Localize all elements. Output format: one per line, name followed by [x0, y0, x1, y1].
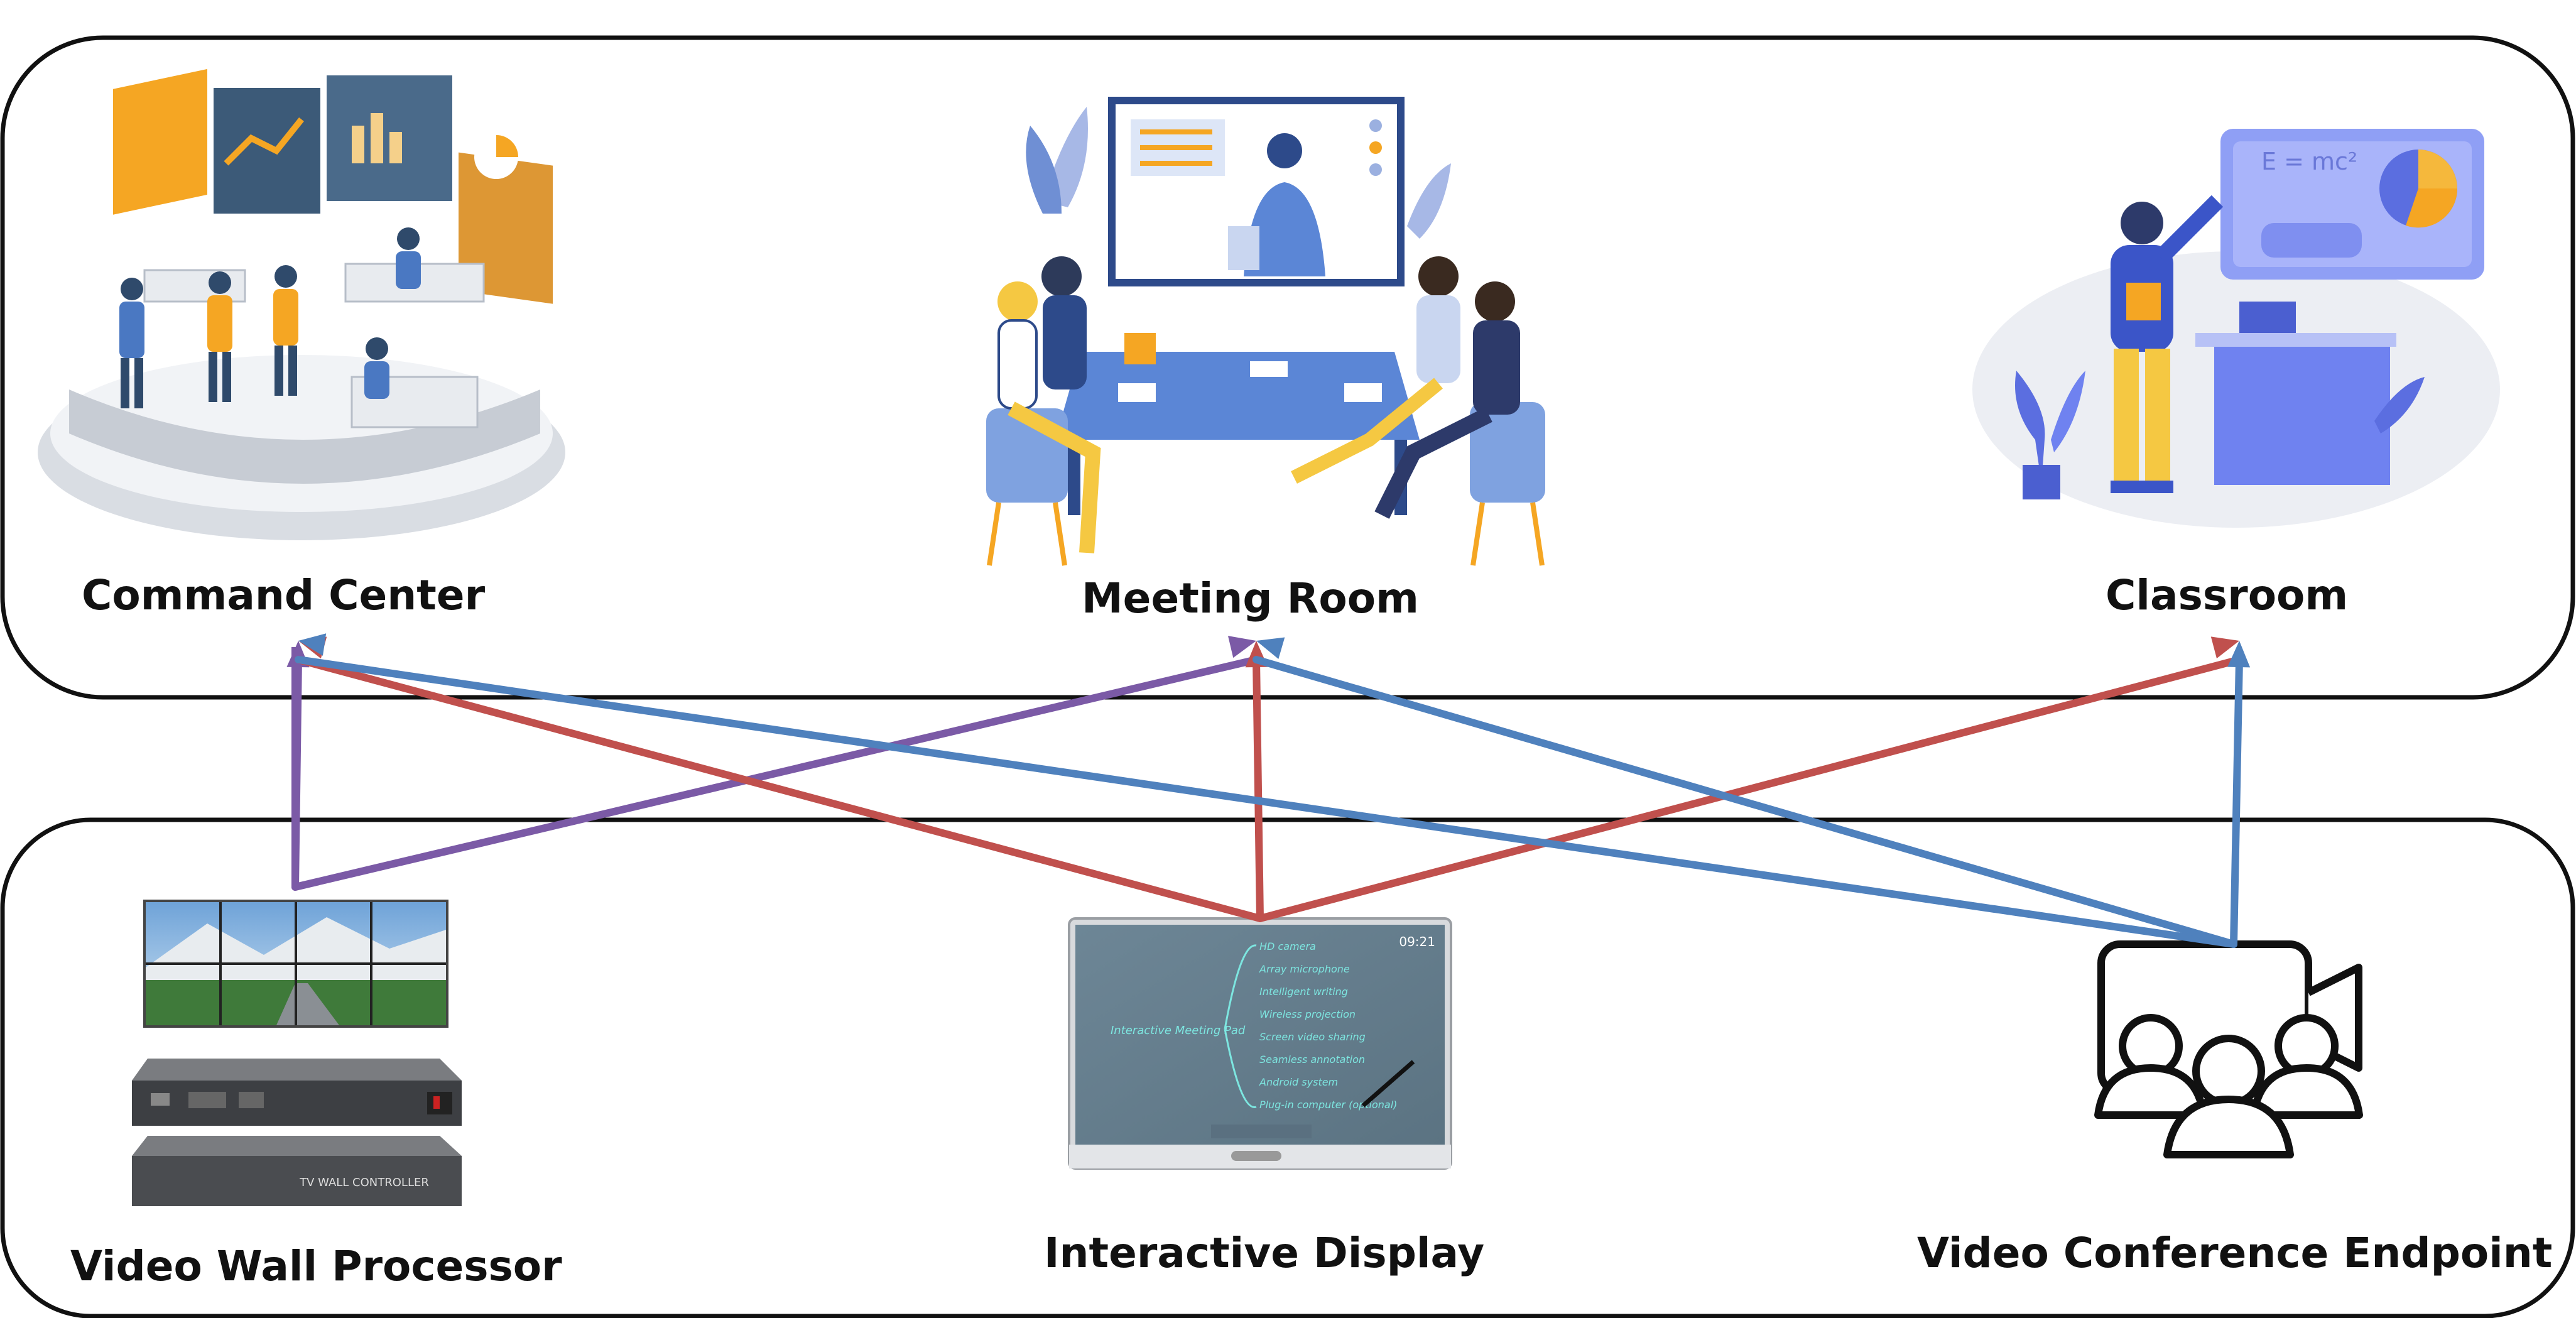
meeting-room-label: Meeting Room: [1082, 574, 1419, 623]
arrowhead-meeting-room: [1256, 637, 1285, 660]
top-group-container: [0, 35, 2575, 700]
mindmap-branch: HD camera: [1259, 940, 1316, 952]
mindmap-branch: Screen video sharing: [1259, 1031, 1366, 1043]
classroom-label: Classroom: [2106, 571, 2348, 619]
svg-text:E = mc²: E = mc²: [2261, 148, 2357, 175]
meeting-room-illustration: [986, 97, 1545, 566]
command-center-illustration: [38, 68, 565, 540]
classroom-illustration: E = mc²: [1972, 129, 2500, 528]
connection-video-wall-processor-to-command-center: [291, 656, 302, 891]
connection-interactive-display-to-command-center: [295, 656, 1264, 922]
connection-video-conference-endpoint-to-meeting-room: [1253, 656, 2237, 948]
connection-interactive-display-to-meeting-room: [1253, 656, 1264, 922]
tv-wall-controller-text: TV WALL CONTROLLER: [299, 1176, 429, 1189]
connection-video-conference-endpoint-to-command-center: [295, 656, 2237, 948]
mindmap-branch: Wireless projection: [1259, 1008, 1356, 1020]
video-conference-icon: [2094, 940, 2363, 1158]
arrowhead-classroom: [2210, 636, 2239, 659]
mindmap-branch: Array microphone: [1259, 963, 1350, 975]
mindmap-branch: Android system: [1259, 1076, 1338, 1088]
mindmap-branch: Intelligent writing: [1259, 986, 1348, 998]
connections: [286, 633, 2251, 948]
video-wall-processor-label: Video Wall Processor: [70, 1242, 562, 1290]
video-wall-processor-illustration: TV WALL CONTROLLER: [132, 900, 462, 1206]
display-clock: 09:21: [1399, 934, 1435, 949]
command-center-label: Command Center: [82, 571, 486, 619]
arrowhead-command-center: [298, 633, 327, 656]
connection-interactive-display-to-classroom: [1256, 656, 2243, 922]
arrowhead-meeting-room: [1227, 636, 1256, 658]
interactive-display-illustration: 09:21 Interactive Meeting Pad HD cameraA…: [1068, 917, 1452, 1170]
interactive-display-label: Interactive Display: [1044, 1229, 1484, 1277]
connection-video-wall-processor-to-meeting-room: [291, 656, 1260, 891]
mindmap-root: Interactive Meeting Pad: [1111, 1024, 1246, 1037]
bottom-group-container: [0, 817, 2575, 1318]
arrowhead-classroom: [2227, 641, 2251, 668]
mindmap-branch: Plug-in computer (optional): [1259, 1099, 1397, 1111]
connection-video-conference-endpoint-to-classroom: [2230, 656, 2243, 948]
mindmap-branch: Seamless annotation: [1259, 1054, 1365, 1065]
video-conference-endpoint-label: Video Conference Endpoint: [1917, 1229, 2552, 1277]
